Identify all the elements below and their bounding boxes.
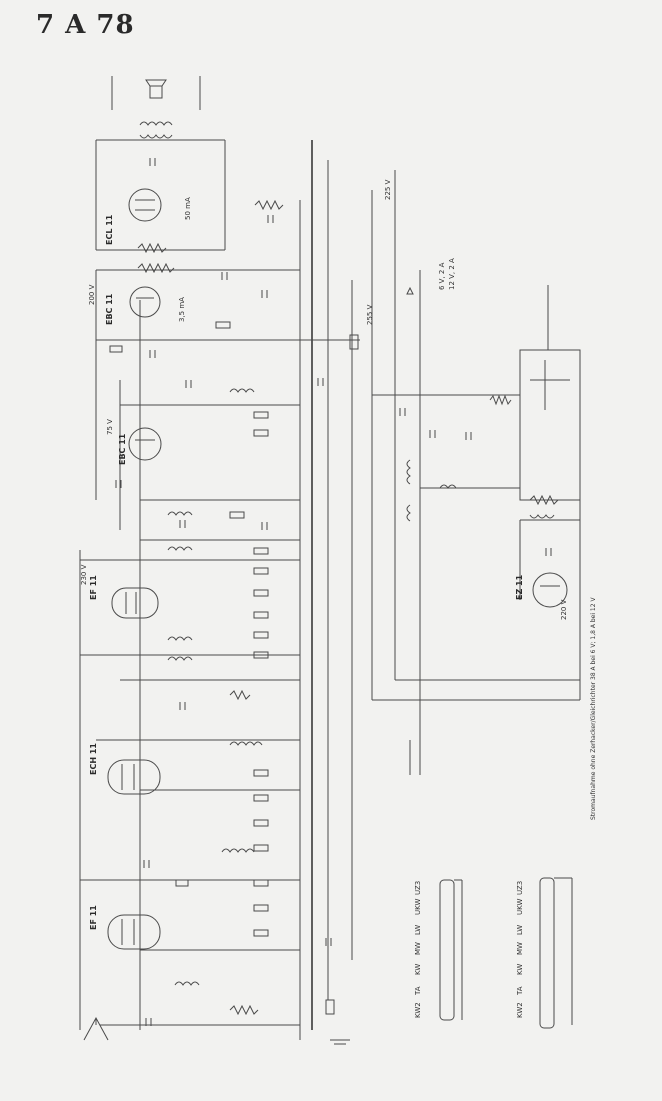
tube-ecl11 [128, 188, 162, 222]
switch-labels-b: UZ3 UKW LW MW KW TA KW2 [516, 881, 524, 1018]
speaker-icon [111, 76, 201, 110]
model-title: 7 A 78 [36, 10, 135, 40]
switch-b-pos-2: LW [516, 925, 524, 935]
tube-ech11 [107, 759, 161, 795]
current-3-5ma: 3,5 mA [178, 297, 186, 322]
resistors [109, 199, 559, 1016]
battery-6v: 6 V, 2 A [438, 262, 446, 290]
antenna-icon [83, 1016, 109, 1041]
voltage-225: 225 V [384, 179, 392, 200]
horizontal-wiring [80, 139, 581, 1026]
tube-ef11-upper [111, 587, 159, 619]
tube-label-ef11-lower: EF 11 [89, 905, 98, 930]
current-50ma: 50 mA [184, 197, 192, 220]
switch-b-pos-6: KW2 [516, 1002, 524, 1018]
switch-b-pos-4: KW [516, 964, 524, 975]
vibrator-converter [519, 349, 581, 501]
switch-a-pos-5: TA [414, 986, 422, 996]
switch-a-pos-4: KW [414, 964, 422, 975]
voltage-75: 75 V [106, 419, 114, 435]
tube-ez11 [532, 572, 568, 608]
switch-bank-a [439, 879, 463, 1021]
inductors [139, 121, 555, 986]
switch-a-pos-2: LW [414, 925, 422, 935]
tube-label-ebc11-upper: EBC 11 [105, 293, 114, 325]
switch-bank-b [539, 877, 573, 1029]
switch-b-pos-3: MW [516, 942, 524, 955]
tube-labels: ECL 11 EBC 11 EBC 11 EF 11 ECH 11 EF 11 … [89, 214, 524, 930]
battery-labels: 6 V, 2 A 12 V, 2 A [438, 258, 456, 290]
voltage-220: 220 V [560, 599, 568, 620]
voltage-255: 255 V [366, 304, 374, 325]
voltage-labels: 225 V 255 V 200 V 75 V 50 mA 3,5 mA 230 … [80, 179, 568, 620]
tube-label-ebc11-lower: EBC 11 [118, 433, 127, 465]
battery-12v: 12 V, 2 A [448, 258, 456, 290]
switch-b-pos-0: UZ3 [516, 881, 524, 895]
current-consumption-note: Stromaufnahme ohne Zerhacker/Gleichricht… [590, 597, 597, 820]
tube-label-ez11: EZ 11 [515, 574, 524, 600]
tube-label-ef11-upper: EF 11 [89, 575, 98, 600]
tube-ef11-lower [107, 914, 161, 950]
capacitors [115, 158, 552, 1026]
switch-a-pos-6: KW2 [414, 1002, 422, 1018]
ground-icon [330, 1039, 350, 1045]
bus-lines [79, 140, 421, 1040]
voltage-230: 230 V [80, 564, 88, 585]
tube-ebc11-upper [129, 286, 161, 318]
switch-a-pos-3: MW [414, 942, 422, 955]
tube-ebc11-lower [128, 427, 162, 461]
voltage-200: 200 V [88, 284, 96, 305]
switch-a-pos-1: UKW [414, 899, 422, 915]
tube-label-ecl11: ECL 11 [105, 214, 114, 245]
switch-labels-a: UZ3 UKW LW MW KW TA KW2 [414, 881, 422, 1018]
switch-b-pos-1: UKW [516, 899, 524, 915]
switch-b-pos-5: TA [516, 986, 524, 996]
tube-label-ech11: ECH 11 [89, 743, 98, 775]
battery-feed-arrows [406, 285, 549, 775]
switch-a-pos-0: UZ3 [414, 881, 422, 895]
